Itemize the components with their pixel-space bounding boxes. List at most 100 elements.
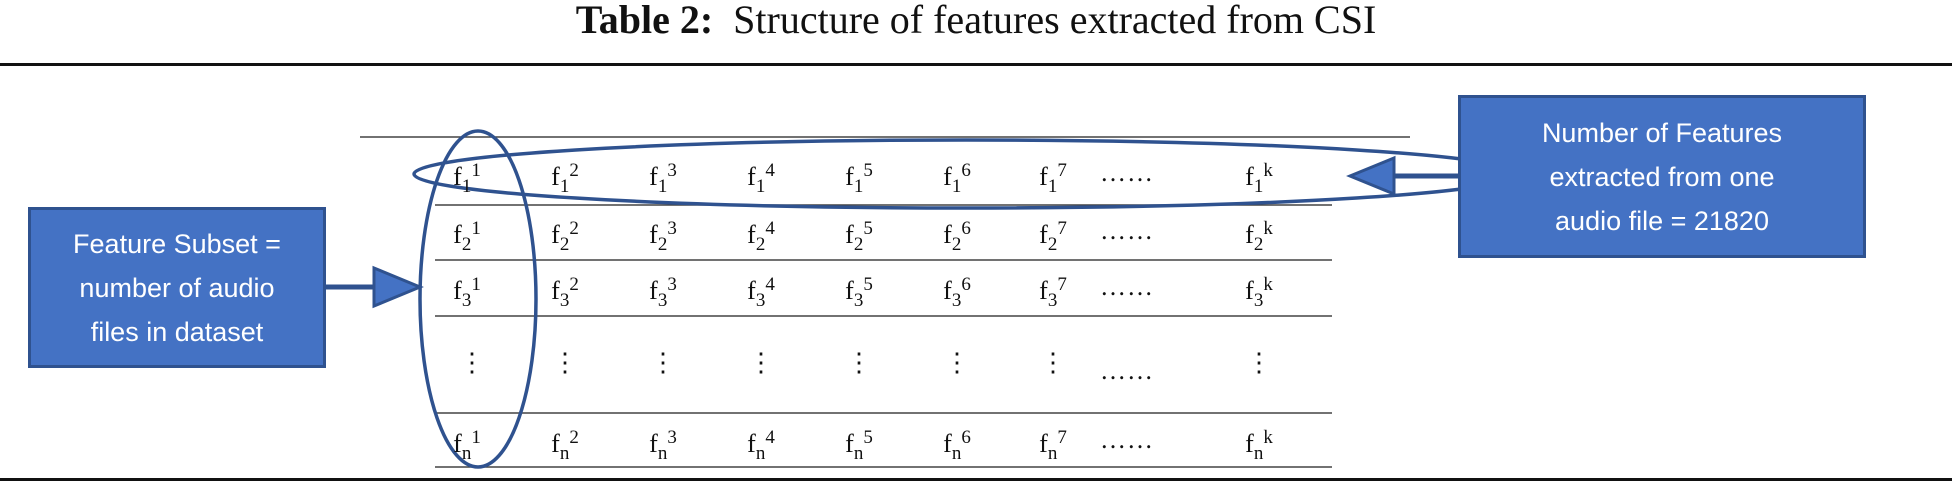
table-cell: f13 xyxy=(633,156,693,202)
table-caption: Table 2: Structure of features extracted… xyxy=(0,0,1952,40)
feature-column-index: k xyxy=(1263,274,1273,295)
feature-column-index: 7 xyxy=(1057,427,1067,448)
feature-row-index: n xyxy=(853,443,864,464)
table-cell: f35 xyxy=(829,270,889,316)
table-cell: fn3 xyxy=(633,423,693,469)
feature-base: f xyxy=(1245,276,1254,305)
feature-column-index: 6 xyxy=(961,218,971,239)
feature-base: f xyxy=(747,220,756,249)
feature-row-index: n xyxy=(559,443,570,464)
table-cell: f11 xyxy=(437,156,497,202)
ellipsis-row-dots: …… xyxy=(1100,356,1154,385)
feature-column-index: 2 xyxy=(569,427,579,448)
feature-row-index: 3 xyxy=(1047,290,1058,311)
feature-base: f xyxy=(943,276,952,305)
feature-base: f xyxy=(845,220,854,249)
feature-base: f xyxy=(649,162,658,191)
feature-column-index: 1 xyxy=(471,274,481,295)
feature-subset-callout-line-2: number of audio xyxy=(79,272,275,303)
feature-base: f xyxy=(1039,162,1048,191)
feature-base: f xyxy=(453,429,462,458)
feature-base: f xyxy=(1245,220,1254,249)
feature-column-index: 1 xyxy=(471,427,481,448)
vertical-ellipsis: ⋮ xyxy=(1040,348,1066,377)
feature-row-index: 3 xyxy=(1253,290,1264,311)
feature-base: f xyxy=(453,276,462,305)
feature-row-index: 2 xyxy=(1253,234,1264,255)
feature-base: f xyxy=(747,429,756,458)
feature-base: f xyxy=(1039,220,1048,249)
feature-row-index: 1 xyxy=(853,176,864,197)
table-cell: fn4 xyxy=(731,423,791,469)
row-ellipsis: …… xyxy=(1100,272,1154,301)
table-cell: f23 xyxy=(633,214,693,260)
feature-row-index: 2 xyxy=(1047,234,1058,255)
table-cell: f21 xyxy=(437,214,497,260)
feature-column-index: 3 xyxy=(667,274,677,295)
table-cell: f34 xyxy=(731,270,791,316)
feature-column-index: 3 xyxy=(667,427,677,448)
vertical-ellipsis: ⋮ xyxy=(552,348,578,377)
table-cell: f15 xyxy=(829,156,889,202)
vertical-ellipsis: ⋮ xyxy=(748,348,774,377)
bottom-rule xyxy=(0,478,1952,481)
table-cell: f22 xyxy=(535,214,595,260)
table-cell-last: f1k xyxy=(1229,156,1289,202)
feature-base: f xyxy=(1039,429,1048,458)
feature-column-index: 2 xyxy=(569,160,579,181)
feature-row-index: n xyxy=(755,443,766,464)
feature-column-index: 1 xyxy=(471,218,481,239)
feature-column-index: 2 xyxy=(569,274,579,295)
feature-count-callout: Number of Features extracted from one au… xyxy=(1458,95,1866,258)
feature-column-index: 5 xyxy=(863,218,873,239)
feature-base: f xyxy=(1245,162,1254,191)
feature-column-index: 1 xyxy=(471,160,481,181)
feature-base: f xyxy=(845,276,854,305)
feature-row-index: 1 xyxy=(951,176,962,197)
table-cell: f36 xyxy=(927,270,987,316)
feature-column-index: 7 xyxy=(1057,160,1067,181)
feature-base: f xyxy=(845,429,854,458)
vertical-ellipsis: ⋮ xyxy=(459,348,485,377)
column-highlight-ellipse xyxy=(418,129,538,469)
feature-row-index: n xyxy=(951,443,962,464)
table-cell: f24 xyxy=(731,214,791,260)
feature-subset-callout-line-3: files in dataset xyxy=(90,316,264,347)
vertical-ellipsis: ⋮ xyxy=(944,348,970,377)
table-cell: f16 xyxy=(927,156,987,202)
table-cell: f12 xyxy=(535,156,595,202)
feature-base: f xyxy=(1245,429,1254,458)
table-cell-last: f2k xyxy=(1229,214,1289,260)
feature-row-index: 2 xyxy=(461,234,472,255)
feature-row-index: 1 xyxy=(1253,176,1264,197)
feature-subset-callout-line-1: Feature Subset = xyxy=(73,228,281,259)
feature-row-index: 1 xyxy=(461,176,472,197)
feature-column-index: k xyxy=(1263,160,1273,181)
table-cell: f17 xyxy=(1023,156,1083,202)
feature-row-index: 3 xyxy=(559,290,570,311)
feature-subset-callout: Feature Subset = number of audio files i… xyxy=(28,207,326,368)
feature-column-index: k xyxy=(1263,427,1273,448)
left-arrow-head xyxy=(372,265,424,309)
feature-column-index: 7 xyxy=(1057,218,1067,239)
feature-column-index: 5 xyxy=(863,427,873,448)
feature-row-index: 2 xyxy=(559,234,570,255)
feature-base: f xyxy=(551,276,560,305)
row-ellipsis: …… xyxy=(1100,216,1154,245)
feature-row-index: 2 xyxy=(853,234,864,255)
feature-row-index: 2 xyxy=(951,234,962,255)
feature-row-index: 3 xyxy=(853,290,864,311)
feature-base: f xyxy=(551,429,560,458)
feature-column-index: 4 xyxy=(765,427,775,448)
feature-base: f xyxy=(943,220,952,249)
feature-row-index: 3 xyxy=(755,290,766,311)
feature-column-index: 4 xyxy=(765,218,775,239)
table-cell: fn2 xyxy=(535,423,595,469)
feature-row-index: 2 xyxy=(657,234,668,255)
feature-row-index: 2 xyxy=(755,234,766,255)
table-cell: f32 xyxy=(535,270,595,316)
table-cell-last: fnk xyxy=(1229,423,1289,469)
feature-row-index: 1 xyxy=(755,176,766,197)
feature-count-callout-line-1: Number of Features xyxy=(1541,117,1783,148)
feature-row-index: n xyxy=(1047,443,1058,464)
